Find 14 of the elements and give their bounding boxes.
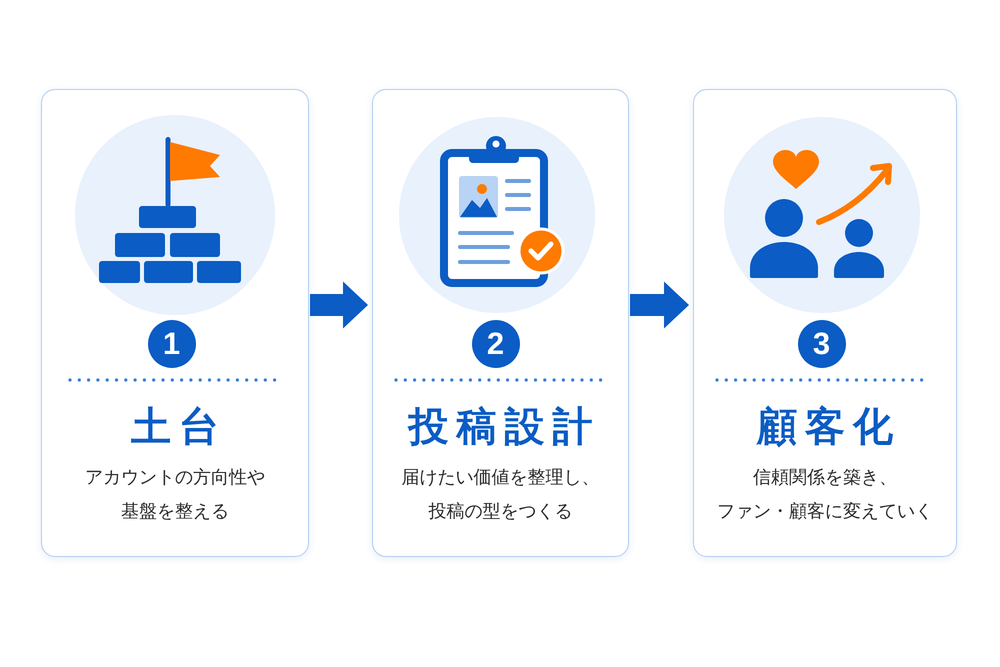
- step-card: [693, 89, 957, 557]
- step-description: アカウントの方向性や基盤を整える: [84, 466, 266, 524]
- arrow: [310, 282, 368, 328]
- step-description: 信頼関係を築き、ファン・顧客に変えていく: [716, 466, 934, 524]
- step-number: 1: [148, 320, 196, 368]
- step-card: [41, 89, 309, 557]
- step-title: 投稿設計: [406, 402, 600, 450]
- step-description: 届けたい価値を整理し、投稿の型をつくる: [400, 466, 600, 524]
- step-number: 3: [798, 320, 846, 368]
- step-number: 2: [472, 320, 520, 368]
- arrow: [630, 282, 689, 328]
- step-title: 顧客化: [755, 402, 901, 450]
- step-card: [372, 89, 629, 557]
- step-title: 土台: [130, 402, 227, 450]
